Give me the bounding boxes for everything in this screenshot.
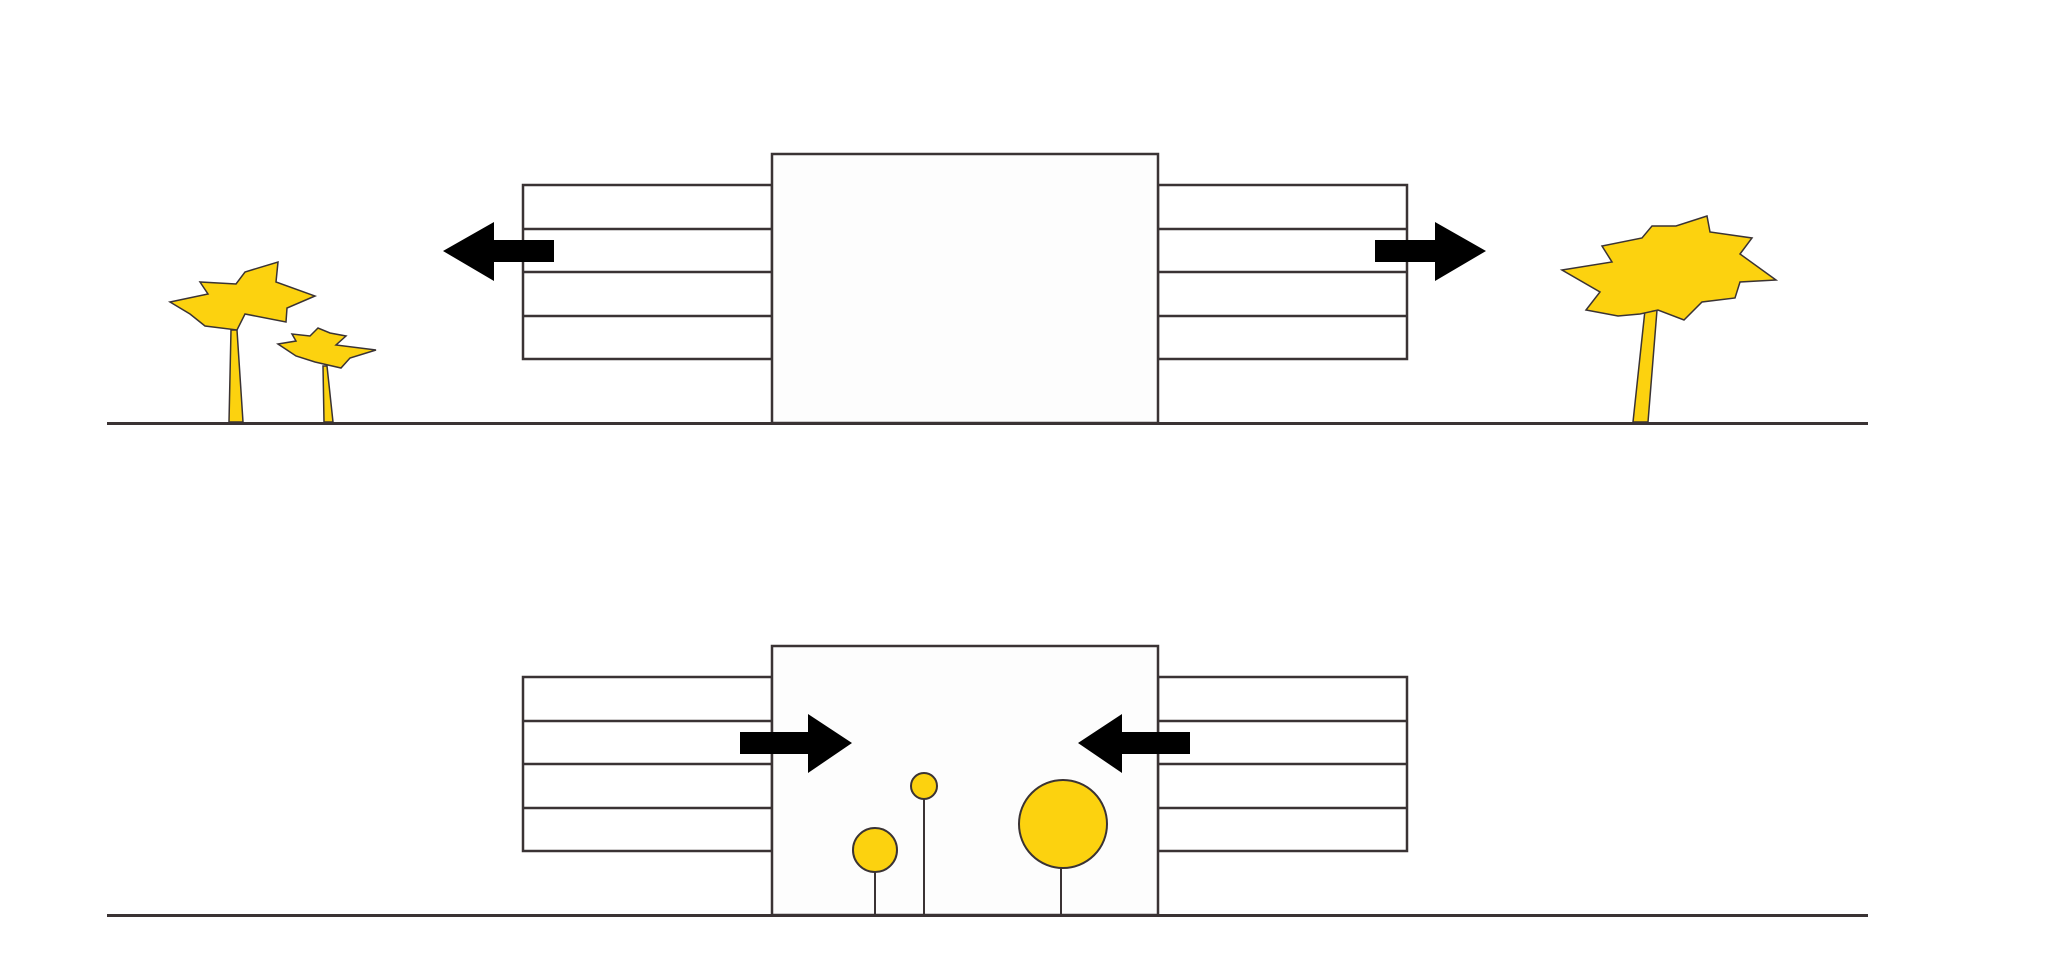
round-tree-inside-large bbox=[1018, 779, 1108, 915]
spiky-tree-outside-right bbox=[1559, 215, 1779, 423]
left-wing-top bbox=[521, 183, 774, 361]
right-wing-top bbox=[1156, 183, 1409, 361]
spiky-tree-outside-left-large bbox=[167, 260, 318, 423]
arrow-left-inward bbox=[1078, 714, 1190, 773]
arrow-left-outward bbox=[443, 222, 554, 281]
arrow-right-inward bbox=[740, 714, 852, 773]
top-panel bbox=[107, 152, 1868, 425]
round-tree-inside-small bbox=[852, 827, 898, 915]
central-block-bottom bbox=[770, 644, 1160, 917]
arrow-right-outward bbox=[1375, 222, 1486, 281]
left-wing-bottom bbox=[521, 675, 774, 853]
spiky-tree-outside-left-small bbox=[276, 327, 377, 423]
right-wing-bottom bbox=[1156, 675, 1409, 853]
central-block-top bbox=[770, 152, 1160, 425]
round-tree-inside-tiny bbox=[910, 772, 938, 915]
bottom-panel bbox=[107, 644, 1868, 917]
